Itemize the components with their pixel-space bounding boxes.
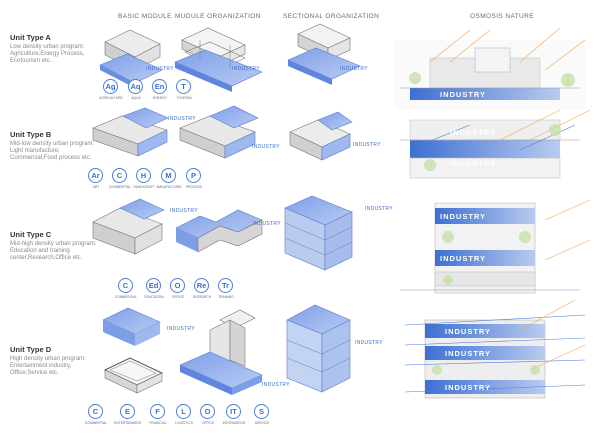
industry-label-a1: INDUSTRY xyxy=(146,66,174,72)
symbol-circle: IT xyxy=(226,404,241,419)
symbol-circle: F xyxy=(150,404,165,419)
symbol-label: COMMERTIAL xyxy=(85,421,107,425)
symbol-label: COMMERCIAL xyxy=(114,295,138,299)
symbol-label: Aqua xyxy=(131,96,141,100)
symbol-circle: C xyxy=(112,168,127,183)
industry-label-d3: INDUSTRY xyxy=(355,340,383,346)
unit-c-basic-module xyxy=(92,198,165,255)
osmosis-industry-b2: INDUSTRY xyxy=(450,159,497,168)
unit-a-module-organization xyxy=(174,27,263,92)
osmosis-industry-c1: INDUSTRY xyxy=(440,212,487,221)
symbol-circle: C xyxy=(88,404,103,419)
symbol-circle: L xyxy=(176,404,191,419)
header-osmosis-nature: OSMOSIS NATURE xyxy=(470,13,534,20)
symbol-label: MANUFACTURE xyxy=(156,185,182,189)
symbol-label: ENERGY xyxy=(153,96,167,100)
unit-d-osmosis-section xyxy=(404,299,586,399)
symbol-circle: H xyxy=(136,168,151,183)
unit-b-sectional-organization xyxy=(289,111,353,161)
symbol-label: ENTERTAINMENT xyxy=(114,421,142,425)
unit-d-basic-module xyxy=(102,307,164,394)
symbol-label: OFFICE xyxy=(201,421,215,425)
unit-b-module-organization xyxy=(179,105,259,159)
industry-label-b1: INDUSTRY xyxy=(168,116,196,122)
symbol-circle: Aq xyxy=(128,79,143,94)
symbol-circle: En xyxy=(152,79,167,94)
symbol-label: PROCESS xyxy=(185,185,203,189)
industry-label-b3: INDUSTRY xyxy=(353,142,381,148)
industry-label-c2: INDUSTRY xyxy=(253,221,281,227)
symbol-label: COMMERTIAL xyxy=(109,185,131,189)
symbol-circle: T xyxy=(176,79,191,94)
symbol-circle: O xyxy=(200,404,215,419)
symbol-circle: Re xyxy=(194,278,209,293)
symbol-circle: O xyxy=(170,278,185,293)
symbol-label: FINANCIAL xyxy=(149,421,167,425)
symbol-label: HANDICRAFT xyxy=(133,185,155,189)
header-basic-module: BASIC MODULE xyxy=(118,13,172,20)
symbol-circle: S xyxy=(254,404,269,419)
industry-label-c3: INDUSTRY xyxy=(365,206,393,212)
industry-label-a2: INDUSTRY xyxy=(232,66,260,72)
osmosis-industry-d2: INDUSTRY xyxy=(445,349,492,358)
symbol-label: RESEARCH xyxy=(192,295,212,299)
osmosis-industry-a: INDUSTRY xyxy=(440,90,487,99)
unit-c-osmosis-section xyxy=(400,199,591,294)
unit-c-sectional-organization xyxy=(284,195,353,271)
unit-a-sectional-organization xyxy=(287,23,361,85)
unit-d-sectional-organization xyxy=(286,304,351,393)
unit-b-osmosis-section xyxy=(400,109,591,179)
symbol-label: AGRICULTURE xyxy=(99,96,123,100)
unit-c-title: Unit Type C xyxy=(10,230,52,239)
unit-c-module-organization xyxy=(175,209,263,253)
header-sectional-organization: SECTIONAL ORGANIZATION xyxy=(283,13,380,20)
industry-label-d2: INDUSTRY xyxy=(262,382,290,388)
symbol-label: OFFICE xyxy=(171,295,185,299)
unit-d-title: Unit Type D xyxy=(10,345,52,354)
symbol-circle: P xyxy=(186,168,201,183)
osmosis-industry-d3: INDUSTRY xyxy=(445,383,492,392)
unit-b-title: Unit Type B xyxy=(10,130,52,139)
symbol-label: LOGISTICS xyxy=(175,421,193,425)
symbol-label: TRAINING xyxy=(218,295,234,299)
symbol-circle: Ag xyxy=(103,79,118,94)
symbol-circle: Ar xyxy=(88,168,103,183)
unit-c-description: Mid-high density urban program: Educatio… xyxy=(10,241,97,262)
symbol-label: EDUCATION xyxy=(144,295,164,299)
unit-a-osmosis-section xyxy=(395,27,586,110)
symbol-circle: C xyxy=(118,278,133,293)
symbol-label: TOURISM xyxy=(176,96,192,100)
osmosis-industry-b1: INDUSTRY xyxy=(450,128,497,137)
industry-label-c1: INDUSTRY xyxy=(170,208,198,214)
symbol-circle: Tr xyxy=(218,278,233,293)
unit-d-module-organization xyxy=(179,309,263,395)
symbol-circle: E xyxy=(120,404,135,419)
symbol-label: SERVICE xyxy=(254,421,270,425)
industry-label-d1: INDUSTRY xyxy=(167,326,195,332)
unit-d-description: High density urban program: Entertainmen… xyxy=(10,356,86,377)
symbol-circle: M xyxy=(161,168,176,183)
symbol-label: INFORMATION xyxy=(222,421,246,425)
symbol-circle: Ed xyxy=(146,278,161,293)
unit-a-title: Unit Type A xyxy=(10,33,51,42)
unit-a-description: Low density urban program: Agriculture,E… xyxy=(10,44,85,65)
osmosis-industry-c2: INDUSTRY xyxy=(440,254,487,263)
industry-label-a3: INDUSTRY xyxy=(340,66,368,72)
unit-b-basic-module xyxy=(92,107,169,157)
unit-a-basic-module xyxy=(99,29,163,88)
header-module-organization: MUDULE ORGANIZATION xyxy=(175,13,261,20)
osmosis-industry-d1: INDUSTRY xyxy=(445,327,492,336)
unit-b-description: Mid-low density urban program: Light man… xyxy=(10,141,95,162)
industry-label-b2: INDUSTRY xyxy=(252,144,280,150)
symbol-label: ART xyxy=(92,185,100,189)
